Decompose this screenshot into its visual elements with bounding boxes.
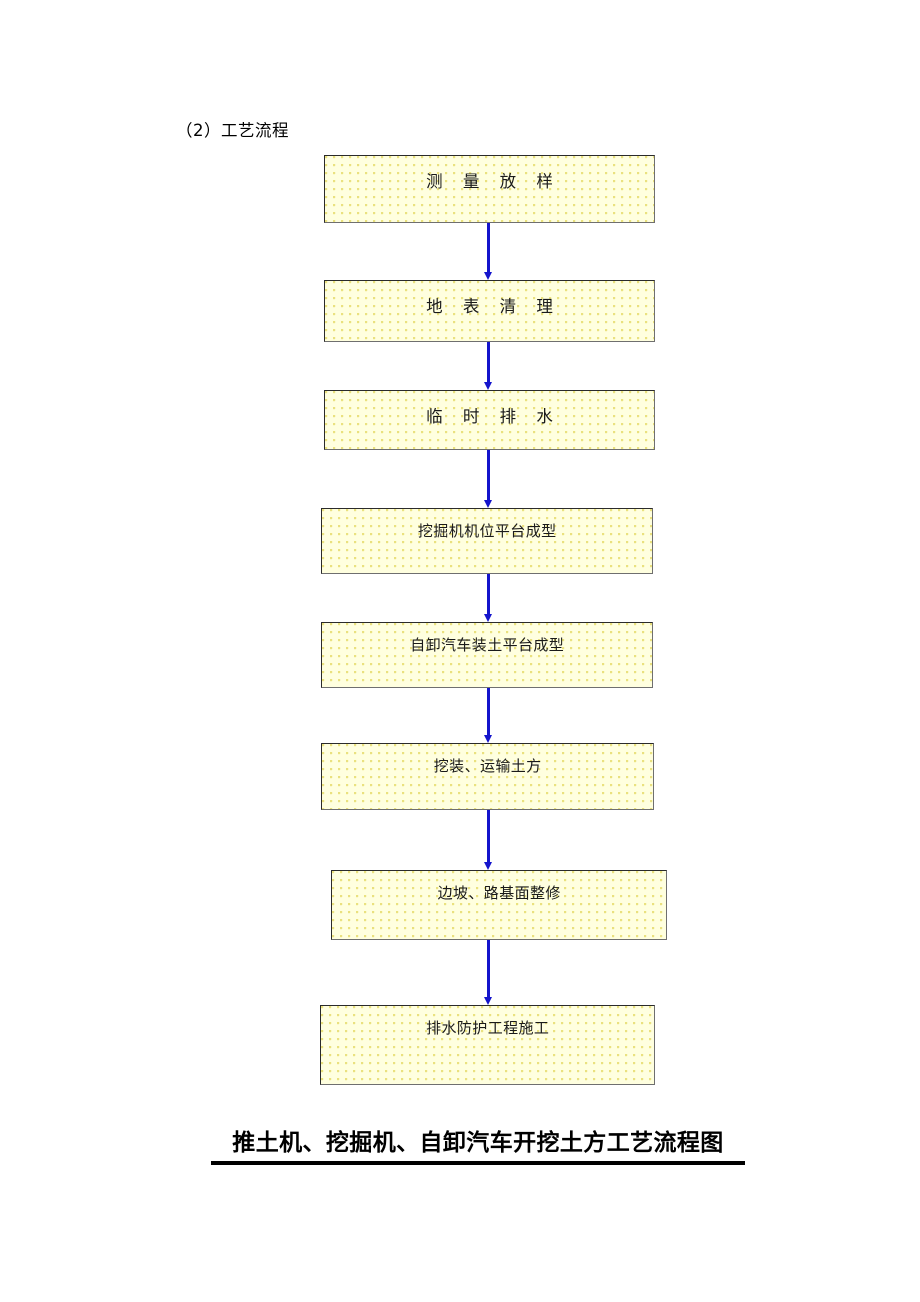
caption-underline-rule (211, 1161, 745, 1165)
flow-arrow-5-to-6 (484, 688, 493, 743)
flow-node-label: 边坡、路基面整修 (437, 884, 561, 902)
figure-caption-text: 推土机、挖掘机、自卸汽车开挖土方工艺流程图 (232, 1129, 724, 1156)
flow-arrow-4-to-5 (484, 574, 493, 622)
flow-node-surface-clearing: 地 表 清 理 (324, 280, 655, 342)
flow-node-measurement-setting-out: 测 量 放 样 (324, 155, 655, 223)
flow-node-drainage-protection-works: 排水防护工程施工 (320, 1005, 655, 1085)
flow-node-label: 临 时 排 水 (426, 407, 561, 426)
flow-node-label: 测 量 放 样 (426, 172, 561, 191)
flow-node-label: 挖掘机机位平台成型 (417, 522, 557, 540)
section-heading: （2）工艺流程 (176, 121, 289, 140)
flow-node-excavator-platform-forming: 挖掘机机位平台成型 (321, 508, 653, 574)
flow-arrow-1-to-2 (484, 223, 493, 280)
flow-node-label: 排水防护工程施工 (426, 1019, 550, 1037)
flow-arrow-7-to-8 (484, 940, 493, 1005)
flow-arrow-3-to-4 (484, 450, 493, 508)
flow-arrow-2-to-3 (484, 342, 493, 390)
flow-arrow-6-to-7 (484, 810, 493, 870)
flow-node-temporary-drainage: 临 时 排 水 (324, 390, 655, 450)
figure-caption: 推土机、挖掘机、自卸汽车开挖土方工艺流程图 (211, 1128, 745, 1165)
flow-node-excavate-load-haul-earthwork: 挖装、运输土方 (321, 743, 654, 810)
flow-node-label: 挖装、运输土方 (433, 757, 542, 775)
flow-node-dump-truck-loading-platform-forming: 自卸汽车装土平台成型 (321, 622, 653, 688)
flow-node-slope-and-subgrade-trimming: 边坡、路基面整修 (331, 870, 667, 940)
flow-node-label: 地 表 清 理 (426, 297, 561, 316)
flow-node-label: 自卸汽车装土平台成型 (410, 636, 565, 654)
